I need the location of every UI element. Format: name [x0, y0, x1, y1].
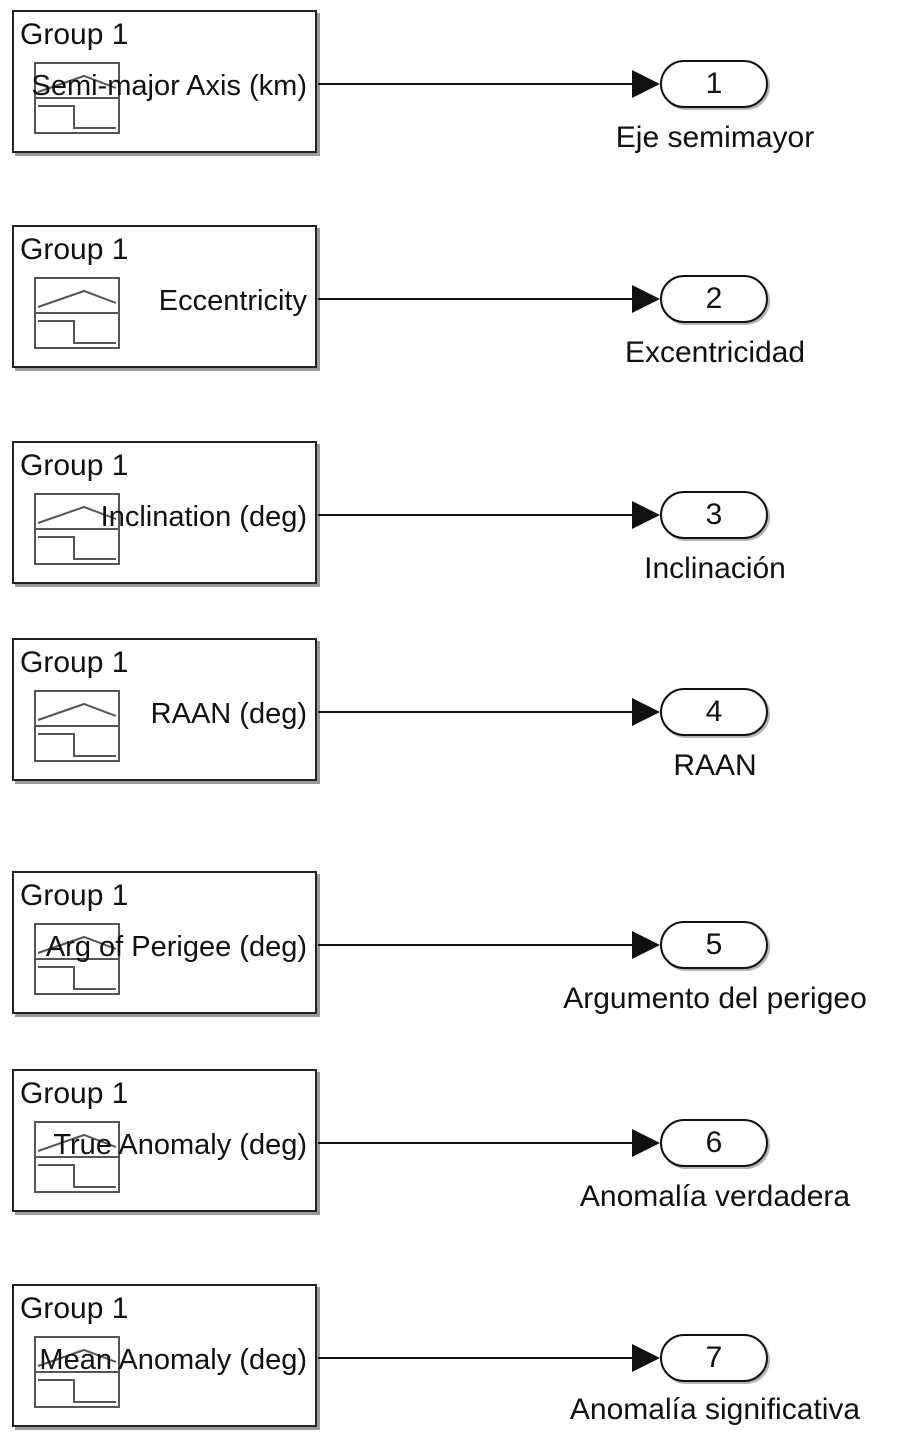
group-label: Group 1	[20, 18, 129, 51]
outport-6[interactable]: 6	[660, 1119, 768, 1167]
outport-1[interactable]: 1	[660, 60, 768, 108]
group-label: Group 1	[20, 879, 129, 912]
signal-builder-block[interactable]: Group 1 Eccentricity	[12, 225, 317, 368]
signal-builder-icon	[34, 62, 120, 134]
arrow-head-icon	[632, 70, 660, 98]
signal-row-2: Group 1 Eccentricity 2 Excentricidad	[0, 225, 901, 375]
signal-builder-block[interactable]: Group 1 RAAN (deg)	[12, 638, 317, 781]
signal-builder-block[interactable]: Group 1 Inclination (deg)	[12, 441, 317, 584]
arrow-head-icon	[632, 501, 660, 529]
group-label: Group 1	[20, 449, 129, 482]
signal-label: RAAN (deg)	[150, 698, 307, 730]
arrow-head-icon	[632, 698, 660, 726]
outport-3[interactable]: 3	[660, 491, 768, 539]
signal-row-5: Group 1 Arg of Perigee (deg) 5 Argumento…	[0, 871, 901, 1021]
group-label: Group 1	[20, 1077, 129, 1110]
arrow-head-icon	[632, 285, 660, 313]
signal-line	[318, 298, 634, 300]
outport-label: Inclinación	[644, 552, 786, 585]
arrow-head-icon	[632, 1344, 660, 1372]
group-label: Group 1	[20, 1292, 129, 1325]
signal-line	[318, 83, 634, 85]
outport-5[interactable]: 5	[660, 921, 768, 969]
outport-4[interactable]: 4	[660, 688, 768, 736]
signal-line	[318, 1357, 634, 1359]
signal-builder-block[interactable]: Group 1 Arg of Perigee (deg)	[12, 871, 317, 1014]
signal-row-3: Group 1 Inclination (deg) 3 Inclinación	[0, 441, 901, 591]
signal-builder-icon	[34, 923, 120, 995]
group-label: Group 1	[20, 233, 129, 266]
arrow-head-icon	[632, 1129, 660, 1157]
outport-7[interactable]: 7	[660, 1334, 768, 1382]
signal-builder-block[interactable]: Group 1 Semi-major Axis (km)	[12, 10, 317, 153]
signal-builder-icon	[34, 277, 120, 349]
signal-builder-icon	[34, 1121, 120, 1193]
signal-label: Inclination (deg)	[100, 501, 307, 533]
outport-label: Eje semimayor	[615, 121, 815, 154]
signal-label: True Anomaly (deg)	[53, 1129, 307, 1161]
signal-line	[318, 944, 634, 946]
signal-row-7: Group 1 Mean Anomaly (deg) 7 Anomalía si…	[0, 1284, 901, 1434]
signal-row-4: Group 1 RAAN (deg) 4 RAAN	[0, 638, 901, 788]
signal-builder-icon	[34, 493, 120, 565]
outport-label: Anomalía significativa	[569, 1393, 861, 1426]
signal-line	[318, 1142, 634, 1144]
group-label: Group 1	[20, 646, 129, 679]
arrow-head-icon	[632, 931, 660, 959]
outport-label: Anomalía verdadera	[579, 1180, 851, 1213]
signal-label: Arg of Perigee (deg)	[45, 931, 307, 963]
signal-line	[318, 711, 634, 713]
signal-builder-icon	[34, 690, 120, 762]
signal-builder-icon	[34, 1336, 120, 1408]
outport-label: Argumento del perigeo	[563, 982, 867, 1015]
signal-label: Semi-major Axis (km)	[31, 70, 307, 102]
signal-line	[318, 514, 634, 516]
signal-label: Mean Anomaly (deg)	[39, 1344, 307, 1376]
signal-builder-block[interactable]: Group 1 Mean Anomaly (deg)	[12, 1284, 317, 1427]
outport-label: RAAN	[673, 749, 757, 782]
signal-row-6: Group 1 True Anomaly (deg) 6 Anomalía ve…	[0, 1069, 901, 1219]
outport-2[interactable]: 2	[660, 275, 768, 323]
signal-label: Eccentricity	[158, 285, 307, 317]
outport-label: Excentricidad	[624, 336, 806, 369]
signal-builder-block[interactable]: Group 1 True Anomaly (deg)	[12, 1069, 317, 1212]
signal-row-1: Group 1 Semi-major Axis (km) 1 Eje semim…	[0, 10, 901, 160]
